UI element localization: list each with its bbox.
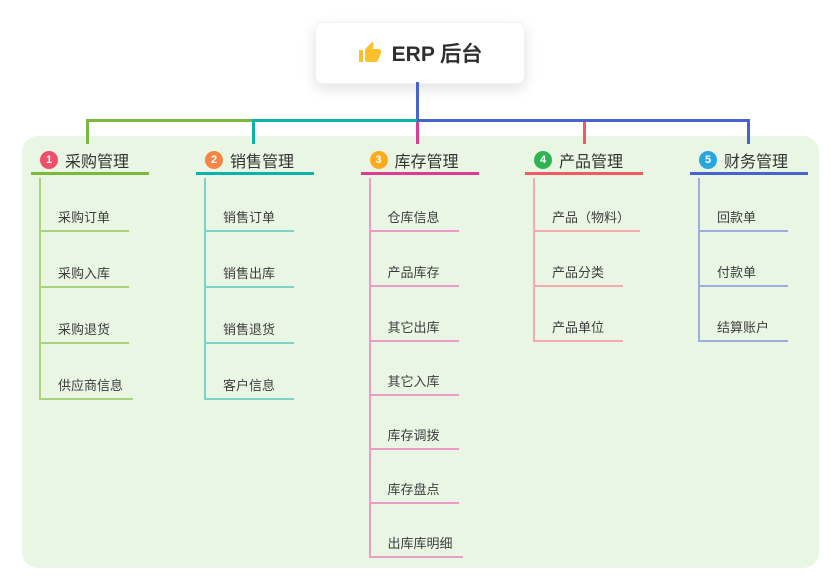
- child-node[interactable]: 客户信息: [204, 371, 294, 400]
- branch-number-badge: 4: [534, 151, 552, 169]
- child-node[interactable]: 结算账户: [698, 313, 788, 342]
- child-node[interactable]: 付款单: [698, 258, 788, 287]
- branch-spine-line: [204, 178, 206, 400]
- child-node[interactable]: 库存盘点: [368, 475, 459, 504]
- child-node[interactable]: 回款单: [698, 203, 788, 232]
- connector-root-line: [416, 82, 419, 122]
- branch-node-2[interactable]: 2 销售管理: [196, 148, 314, 175]
- branch-title: 采购管理: [65, 154, 130, 171]
- child-node[interactable]: 采购入库: [39, 259, 129, 288]
- connector-branch-drop: [416, 122, 419, 144]
- child-node[interactable]: 采购退货: [39, 315, 129, 344]
- child-node[interactable]: 销售订单: [204, 203, 294, 232]
- child-node[interactable]: 其它入库: [368, 367, 459, 396]
- connector-branch-drop: [86, 119, 89, 144]
- root-label: ERP 后台: [391, 43, 483, 66]
- child-node[interactable]: 销售出库: [204, 259, 294, 288]
- branch-title: 产品管理: [559, 154, 624, 171]
- branch-node-5[interactable]: 5 财务管理: [690, 148, 808, 175]
- branch-number-badge: 5: [699, 151, 717, 169]
- connector-branch-drop: [252, 119, 255, 144]
- child-node[interactable]: 仓库信息: [368, 203, 459, 232]
- branch-title: 销售管理: [230, 154, 295, 171]
- branch-spine-line: [698, 178, 700, 342]
- connector-rail-segment: [86, 119, 254, 122]
- child-node[interactable]: 其它出库: [368, 313, 459, 342]
- branch-number-badge: 2: [205, 151, 223, 169]
- branch-title: 财务管理: [724, 154, 789, 171]
- connector-rail-segment: [417, 119, 750, 122]
- root-node[interactable]: ERP 后台: [315, 22, 525, 84]
- child-node[interactable]: 出库库明细: [368, 529, 463, 558]
- branch-number-badge: 1: [40, 151, 58, 169]
- branch-panel-background: [22, 136, 819, 568]
- branch-spine-line: [533, 178, 535, 342]
- child-node[interactable]: 产品（物料）: [533, 203, 641, 232]
- child-node[interactable]: 供应商信息: [39, 371, 134, 400]
- connector-rail-segment: [252, 119, 419, 122]
- child-node[interactable]: 产品分类: [533, 258, 623, 287]
- thumbs-up-icon: [358, 42, 381, 62]
- branch-node-4[interactable]: 4 产品管理: [525, 148, 643, 175]
- child-node[interactable]: 产品单位: [533, 313, 623, 342]
- branch-spine-line: [368, 178, 371, 558]
- child-node[interactable]: 采购订单: [39, 203, 129, 232]
- child-node[interactable]: 产品库存: [368, 258, 459, 287]
- branch-title: 库存管理: [394, 154, 459, 171]
- child-node[interactable]: 销售退货: [204, 315, 294, 344]
- connector-branch-drop: [747, 119, 750, 144]
- branch-number-badge: 3: [369, 151, 388, 169]
- branch-spine-line: [39, 178, 41, 400]
- connector-branch-drop: [583, 122, 586, 144]
- child-node[interactable]: 库存调拨: [368, 421, 459, 450]
- branch-node-1[interactable]: 1 采购管理: [31, 148, 149, 175]
- branch-node-3[interactable]: 3 库存管理: [360, 148, 479, 175]
